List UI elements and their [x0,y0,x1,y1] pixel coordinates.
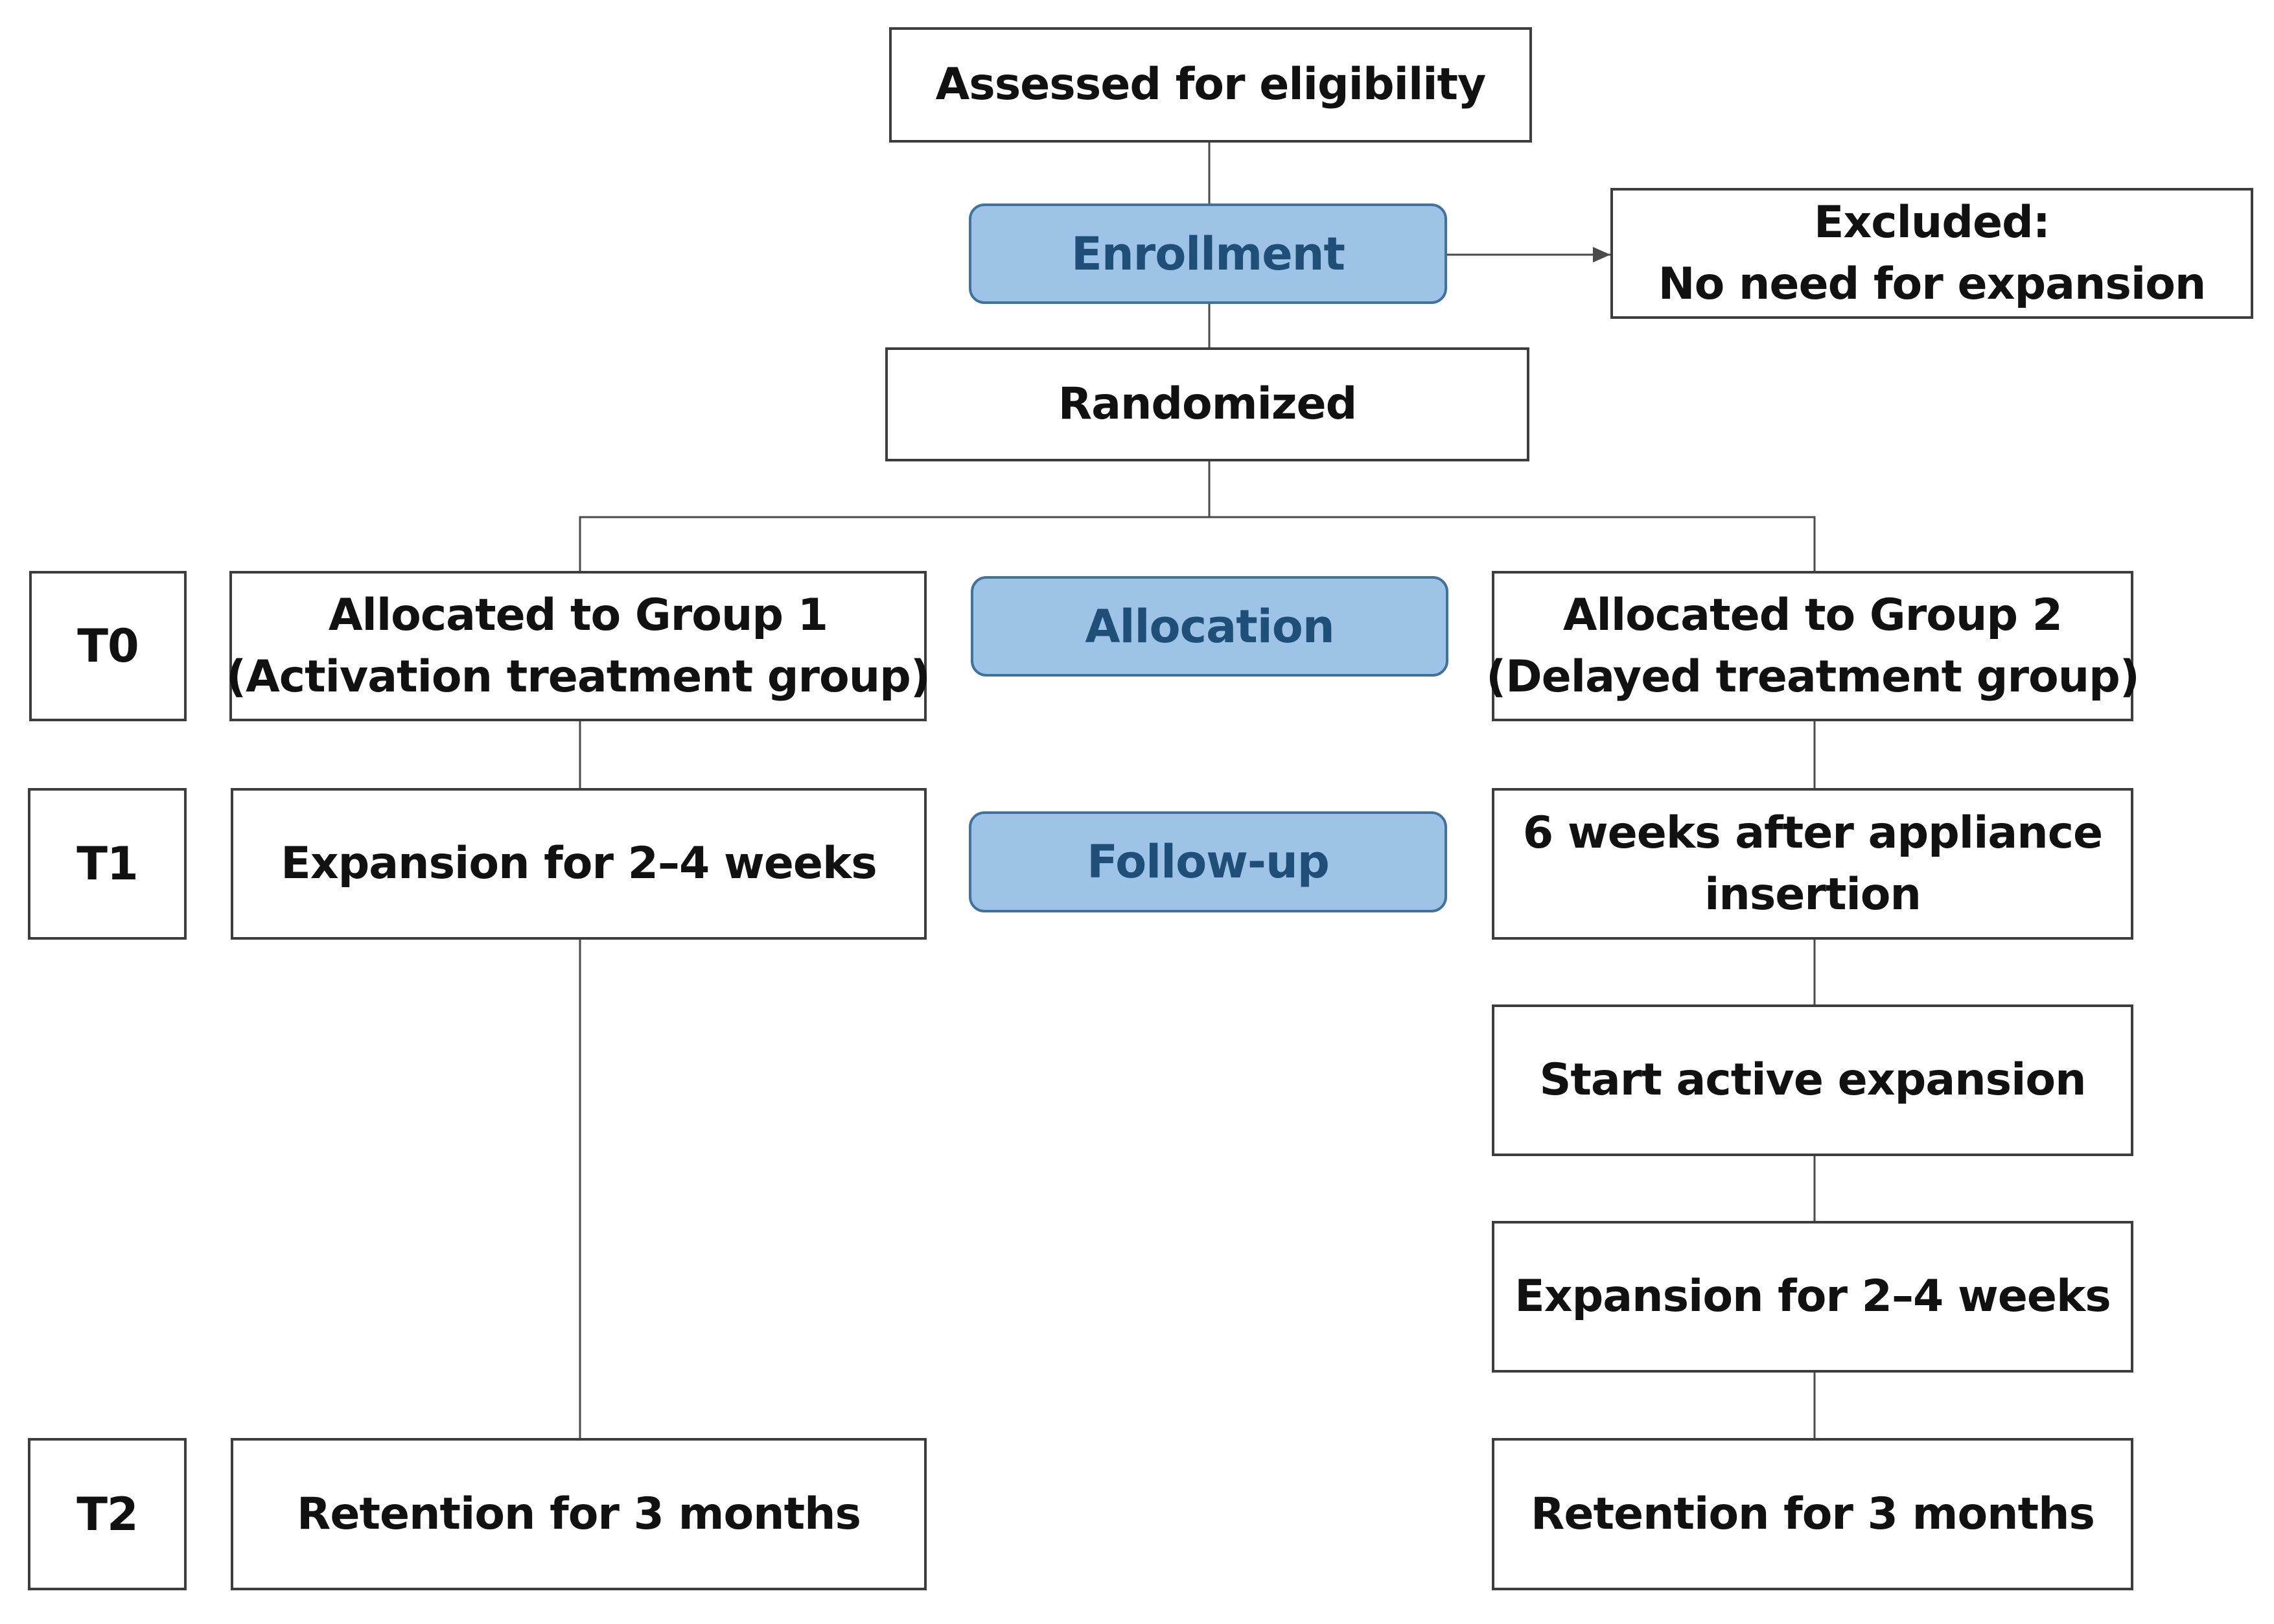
connector-randomized-split [579,461,1211,573]
group1-retention-box: Retention for 3 months [231,1438,927,1590]
group1-allocated-box: Allocated to Group 1 (Activation treatme… [226,571,931,721]
group2-allocated-subtitle: (Delayed treatment group) [1486,651,2140,702]
group2-retention-box: Retention for 3 months [1492,1438,2133,1590]
randomized-box: Randomized [885,347,1529,461]
assessed-for-eligibility-box: Assessed for eligibility [889,27,1532,143]
group2-allocated-box: Allocated to Group 2 (Delayed treatment … [1486,571,2140,721]
follow-up-label: Follow-up [1087,835,1330,888]
timepoint-t2: T2 [28,1438,187,1590]
allocation-phase-label: Allocation [971,576,1448,677]
group2-expansion-box: Expansion for 2–4 weeks [1492,1221,2133,1373]
group1-retention-label: Retention for 3 months [296,1488,861,1540]
connector-split-group2 [1209,516,1816,573]
group2-six-weeks-line2: insertion [1704,869,1921,920]
group2-expansion-label: Expansion for 2–4 weeks [1514,1271,2111,1323]
group2-retention-label: Retention for 3 months [1530,1488,2095,1540]
group1-allocated-text: Allocated to Group 1 (Activation treatme… [226,585,931,708]
allocation-label: Allocation [1085,599,1334,653]
group1-expansion-box: Expansion for 2–4 weeks [231,788,927,940]
excluded-box: Excluded: No need for expansion [1610,188,2253,319]
group2-start-expansion-box: Start active expansion [1492,1004,2133,1156]
timepoint-t0: T0 [29,571,187,721]
timepoint-t2-label: T2 [76,1487,138,1541]
follow-up-phase-label: Follow-up [969,811,1447,912]
group2-six-weeks-line1: 6 weeks after appliance [1522,807,2103,859]
timepoint-t0-label: T0 [77,620,139,673]
enrollment-label: Enrollment [1071,227,1345,281]
timepoint-t1: T1 [28,788,187,940]
group2-six-weeks-box: 6 weeks after appliance insertion [1492,788,2133,940]
excluded-title: Excluded: [1813,196,2050,248]
assessed-for-eligibility-label: Assessed for eligibility [935,59,1487,111]
enrollment-phase-label: Enrollment [969,203,1447,304]
group2-allocated-title: Allocated to Group 2 [1562,589,2063,641]
excluded-text: Excluded: No need for expansion [1658,192,2207,315]
group2-allocated-text: Allocated to Group 2 (Delayed treatment … [1486,585,2140,708]
group1-allocated-subtitle: (Activation treatment group) [226,651,931,702]
excluded-reason: No need for expansion [1658,259,2207,310]
randomized-label: Randomized [1058,378,1358,430]
group1-allocated-title: Allocated to Group 1 [328,589,828,641]
timepoint-t1-label: T1 [76,837,138,890]
group2-start-expansion-label: Start active expansion [1539,1054,2086,1106]
group1-expansion-label: Expansion for 2–4 weeks [281,838,877,890]
group2-six-weeks-text: 6 weeks after appliance insertion [1522,802,2103,925]
